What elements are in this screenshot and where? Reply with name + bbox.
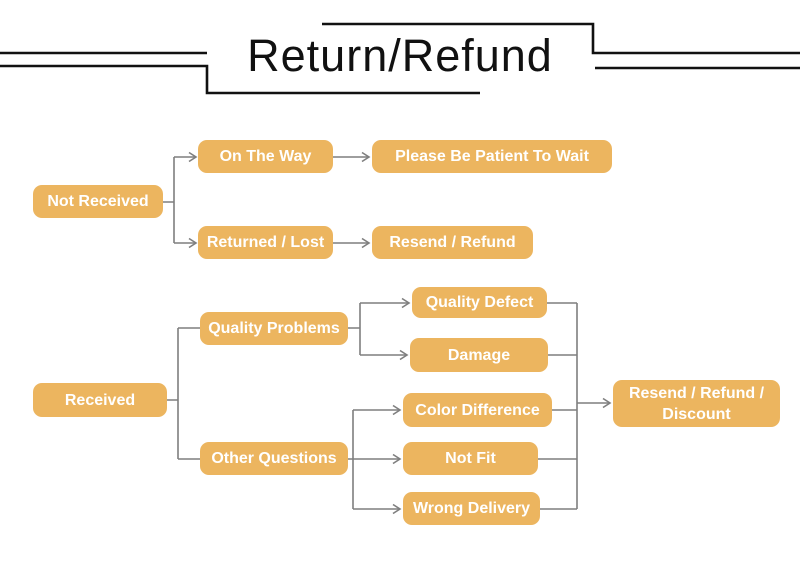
node-wrong-delivery: Wrong Delivery [403, 492, 540, 525]
node-not-fit: Not Fit [403, 442, 538, 475]
node-on-the-way: On The Way [198, 140, 333, 173]
node-please-be-patient-to-wait: Please Be Patient To Wait [372, 140, 612, 173]
node-quality-defect: Quality Defect [412, 287, 547, 318]
node-damage: Damage [410, 338, 548, 372]
node-color-difference: Color Difference [403, 393, 552, 427]
node-other-questions: Other Questions [200, 442, 348, 475]
node-resend-refund-discount: Resend / Refund / Discount [613, 380, 780, 427]
node-resend-refund: Resend / Refund [372, 226, 533, 259]
arrowhead-icons [188, 151, 612, 515]
connector-lines [163, 156, 609, 510]
node-not-received: Not Received [33, 185, 163, 218]
node-received: Received [33, 383, 167, 417]
title-frame-lines [0, 22, 800, 95]
node-quality-problems: Quality Problems [200, 312, 348, 345]
page-title: Return/Refund [247, 30, 553, 81]
node-returned-lost: Returned / Lost [198, 226, 333, 259]
